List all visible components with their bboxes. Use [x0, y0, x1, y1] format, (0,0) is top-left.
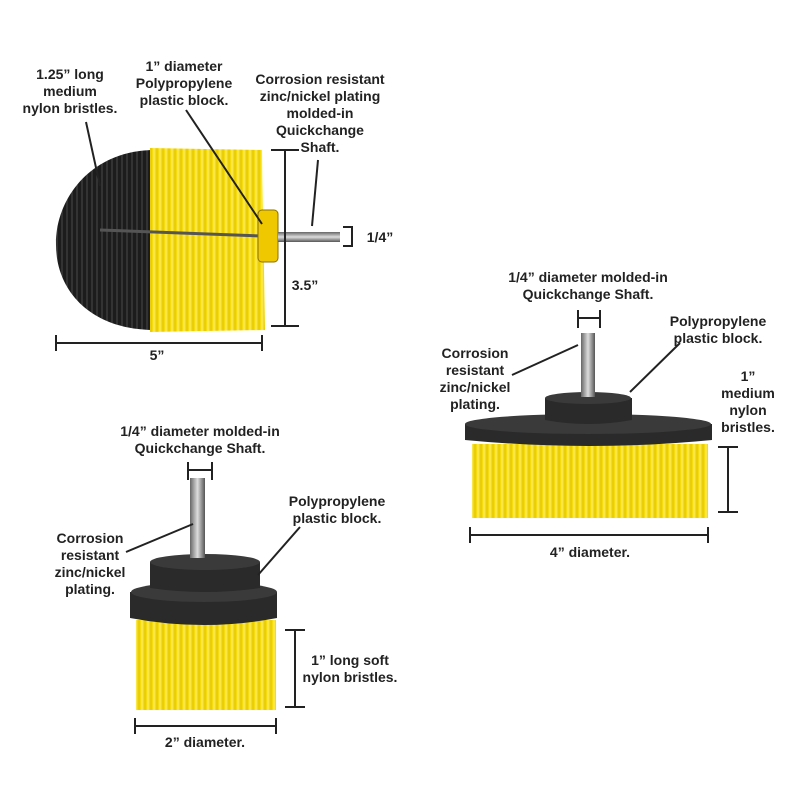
shaft — [278, 232, 340, 242]
label-line: Polypropylene — [288, 493, 386, 509]
ball-block-label: 1” diameter Polypropylene plastic block. — [136, 58, 232, 109]
label-line: plastic block. — [292, 510, 382, 526]
two-inch-dimension-lines — [125, 462, 305, 734]
four-inch-plating-label: Corrosion resistant zinc/nickel plating. — [440, 345, 511, 413]
label-line: Quickchange — [276, 122, 364, 138]
four-inch-brush — [465, 333, 712, 518]
label-line: 1/4” diameter molded-in — [120, 423, 280, 439]
two-inch-brush — [130, 478, 277, 710]
label-line: Quickchange Shaft. — [522, 286, 654, 302]
label-line: Corrosion — [441, 345, 509, 361]
label-line: nylon bristles. — [302, 669, 398, 685]
ball-width-dimension: 5” — [149, 347, 165, 363]
two-inch-diameter: 2” diameter. — [164, 734, 246, 750]
ball-height-dimension: 3.5” — [291, 277, 319, 293]
yellow-bristles — [150, 148, 265, 332]
label-line: Polypropylene — [135, 75, 233, 91]
label-line: Quickchange Shaft. — [134, 440, 266, 456]
label-line: zinc/nickel — [54, 564, 126, 580]
label-line: zinc/nickel plating — [259, 88, 381, 104]
label-line: 1” long soft — [311, 652, 389, 668]
label-line: plastic block. — [139, 92, 229, 108]
black-bristles — [55, 150, 155, 330]
label-line: Shaft. — [300, 139, 340, 155]
label-line: resistant — [445, 362, 505, 378]
label-line: plating. — [65, 581, 115, 597]
label-line: bristles. — [721, 419, 775, 435]
ball-brush-dimension-lines — [55, 109, 353, 351]
two-inch-bristles-label: 1” long soft nylon bristles. — [303, 652, 398, 686]
four-inch-diameter: 4” diameter. — [549, 544, 631, 560]
two-inch-plating-label: Corrosion resistant zinc/nickel plating. — [55, 530, 126, 598]
four-inch-block-label: Polypropylene plastic block. — [670, 313, 766, 347]
four-inch-shaft-label: 1/4” diameter molded-in Quickchange Shaf… — [508, 269, 667, 303]
label-line: plastic block. — [673, 330, 763, 346]
ball-shaft-dimension: 1/4” — [366, 229, 394, 245]
four-inch-bristles-label: 1” medium nylon bristles. — [721, 368, 775, 436]
label-line: zinc/nickel — [439, 379, 511, 395]
yellow-block — [257, 209, 279, 263]
label-line: medium — [721, 385, 775, 401]
label-line: 1.25” long — [36, 66, 104, 82]
label-line: Polypropylene — [669, 313, 767, 329]
ball-shaft-label: Corrosion resistant zinc/nickel plating … — [255, 71, 384, 156]
label-line: Corrosion resistant — [255, 71, 385, 87]
label-line: nylon bristles. — [22, 100, 118, 116]
label-line: 1” — [740, 368, 756, 384]
label-line: nylon — [729, 402, 767, 418]
label-line: Corrosion — [56, 530, 124, 546]
label-line: 1/4” diameter molded-in — [508, 269, 668, 285]
two-inch-block-label: Polypropylene plastic block. — [289, 493, 385, 527]
ball-brush — [55, 148, 340, 332]
ball-bristles-label: 1.25” long medium nylon bristles. — [23, 66, 118, 117]
label-line: medium — [43, 83, 97, 99]
two-inch-shaft-label: 1/4” diameter molded-in Quickchange Shaf… — [120, 423, 279, 457]
label-line: 1” diameter — [145, 58, 223, 74]
label-line: plating. — [450, 396, 500, 412]
four-inch-dimension-lines — [469, 310, 738, 543]
label-line: resistant — [60, 547, 120, 563]
label-line: molded-in — [286, 105, 354, 121]
